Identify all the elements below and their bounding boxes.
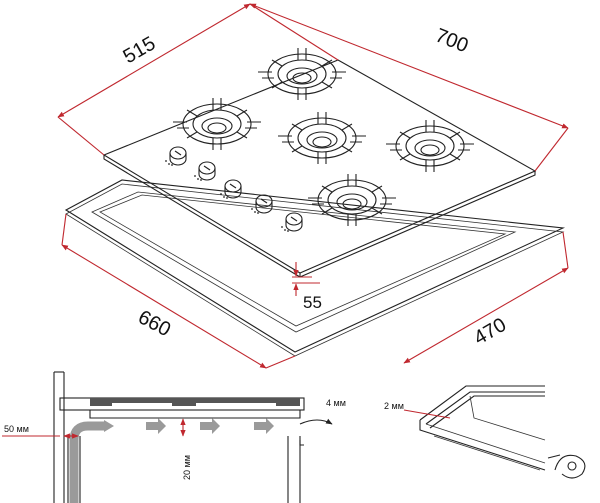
dimension-470: 470 [403, 231, 569, 364]
dim-470-label: 470 [470, 314, 510, 350]
section-dimension-20: 20 мм [182, 455, 192, 480]
dim-660-label: 660 [134, 306, 174, 341]
dim-700-label: 700 [432, 24, 471, 57]
control-knobs [164, 146, 303, 233]
dim-55-label: 55 [303, 293, 322, 312]
hob-glass-plate [102, 59, 537, 278]
dim-515-label: 515 [120, 32, 160, 68]
section-dimension-50: 50 мм [2, 424, 79, 439]
section-dimension-4: 4 мм [326, 398, 346, 408]
knob-2 [193, 161, 216, 182]
burner-left-back [172, 97, 262, 151]
clearance-left-label: 50 мм [4, 424, 29, 434]
burner-right [385, 119, 475, 173]
burner-back [257, 47, 347, 101]
burner-center [277, 111, 367, 165]
section-view [53, 371, 333, 503]
airflow-arrow-up [69, 421, 104, 503]
gap-below-label: 20 мм [182, 455, 192, 480]
knob-1 [164, 146, 187, 167]
seal-thickness-label: 2 мм [384, 401, 404, 411]
dimension-660: 660 [61, 213, 296, 369]
knob-5 [280, 212, 303, 233]
airflow-arrows [146, 418, 274, 434]
detail-seal-view: 2 мм [384, 385, 586, 479]
dimension-55: 55 [292, 262, 322, 312]
clearance-right-label: 4 мм [326, 398, 346, 408]
